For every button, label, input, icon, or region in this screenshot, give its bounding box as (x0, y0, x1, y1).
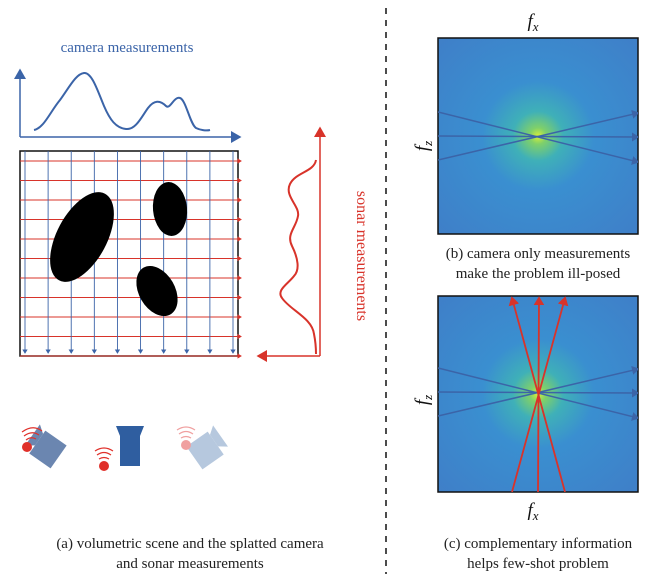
caption-c-line2: helps few-shot problem (467, 556, 609, 572)
camera-measurements-plot (14, 68, 242, 143)
caption-a-line2: and sonar measurements (116, 556, 264, 572)
sonar-source-icon (22, 442, 32, 452)
volumetric-scene (19, 150, 242, 359)
camera-signal-curve (33, 72, 211, 132)
fz-label-top: fz (412, 141, 435, 151)
fx-label-top: fx (527, 11, 538, 34)
sonar-source-icon (99, 461, 109, 471)
caption-b-line2: make the problem ill-posed (456, 266, 621, 282)
fourier-spectrum-top (437, 37, 639, 235)
blob-large (50, 192, 114, 282)
device-camera-left (21, 424, 67, 469)
camera-rays (22, 151, 236, 354)
device-camera-center (94, 426, 144, 471)
sonar-measurements-label: sonar measurements (353, 191, 370, 321)
sonar-signal-curve (279, 159, 317, 355)
blob-small-bottom (136, 265, 178, 317)
sonar-measurements-plot (256, 126, 326, 362)
blob-small-top (152, 182, 188, 236)
camera-lines-top (438, 109, 638, 165)
caption-a-line1: (a) volumetric scene and the splatted ca… (56, 536, 324, 552)
caption-b-line1: (b) camera only measurements (446, 246, 631, 262)
fx-label-bottom: fx (527, 500, 538, 523)
device-camera-right (176, 425, 228, 470)
sonar-source-icon (181, 440, 191, 450)
fourier-spectrum-bottom (437, 295, 639, 493)
camera-measurements-label: camera measurements (61, 40, 194, 56)
fz-label-bottom: fz (412, 395, 435, 405)
caption-c-line1: (c) complementary information (444, 536, 633, 552)
sonar-lines-bottom (508, 296, 569, 492)
